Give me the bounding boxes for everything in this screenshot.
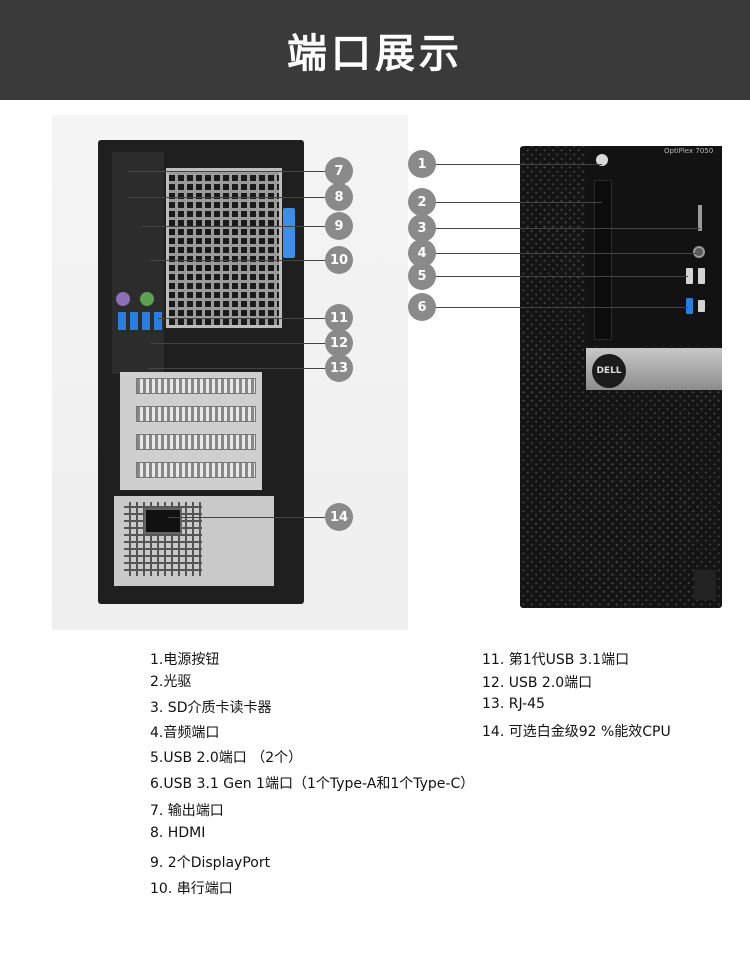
legend-item: 1.电源按钮: [150, 652, 220, 668]
callout-badge: 12: [325, 329, 353, 357]
legend-item: 12. USB 2.0端口: [482, 675, 593, 691]
callout-line: [436, 164, 602, 165]
callout-badge: 8: [325, 183, 353, 211]
usb2-port: [686, 268, 693, 284]
rear-fan-vent: [166, 168, 282, 328]
callout-line: [158, 318, 325, 319]
callout-badge: 9: [325, 212, 353, 240]
callout-line: [436, 228, 700, 229]
rear-io-panel: [112, 152, 164, 374]
legend-item: 14. 可选白金级92 %能效CPU: [482, 724, 671, 740]
usb3-port: [130, 312, 138, 330]
callout-line: [142, 226, 325, 227]
legend-item: 4.音频端口: [150, 725, 220, 741]
callout-line: [436, 276, 688, 277]
callout-badge: 5: [408, 262, 436, 290]
callout-line: [436, 202, 602, 203]
legend-item: 13. RJ-45: [482, 696, 545, 712]
ps2-port: [140, 292, 154, 306]
usb3-port: [118, 312, 126, 330]
callout-badge: 11: [325, 304, 353, 332]
model-label: OptiPlex 7050: [664, 147, 714, 155]
legend-item: 3. SD介质卡读卡器: [150, 700, 272, 716]
expansion-slot-cover: [136, 378, 256, 394]
legend-item: 7. 输出端口: [150, 803, 224, 819]
legend-item: 11. 第1代USB 3.1端口: [482, 652, 630, 668]
usb3-port: [154, 312, 162, 330]
callout-line: [150, 260, 325, 261]
callout-badge: 13: [325, 354, 353, 382]
callout-badge: 1: [408, 150, 436, 178]
page-title: 端口展示: [287, 31, 463, 77]
legend-item: 6.USB 3.1 Gen 1端口（1个Type-A和1个Type-C）: [150, 776, 475, 792]
callout-line: [436, 253, 696, 254]
expansion-slot-cover: [136, 462, 256, 478]
legend-item: 5.USB 2.0端口 （2个）: [150, 750, 303, 766]
usb-c-port: [698, 300, 705, 312]
callout-line: [128, 197, 325, 198]
legend-item: 9. 2个DisplayPort: [150, 855, 271, 871]
callout-line: [436, 307, 688, 308]
legend-item: 8. HDMI: [150, 825, 206, 841]
callout-line: [148, 368, 325, 369]
legend-item: 10. 串行端口: [150, 881, 233, 897]
page-header: 端口展示: [0, 0, 750, 100]
tower-foot: [694, 570, 716, 600]
callout-badge: 7: [325, 157, 353, 185]
expansion-slot-cover: [136, 434, 256, 450]
expansion-slots: [120, 372, 262, 490]
optical-drive-bay: [594, 180, 612, 340]
ps2-port: [116, 292, 130, 306]
expansion-slot-cover: [136, 406, 256, 422]
usb3-port: [686, 298, 693, 314]
callout-line: [128, 171, 325, 172]
callout-line: [168, 517, 325, 518]
dell-logo: DELL: [592, 354, 626, 388]
callout-badge: 10: [325, 246, 353, 274]
usb3-port: [142, 312, 150, 330]
audio-jack: [693, 246, 705, 258]
callout-badge: 14: [325, 503, 353, 531]
power-button-icon: [596, 154, 608, 166]
legend-item: 2.光驱: [150, 674, 192, 690]
sd-card-slot: [698, 205, 702, 231]
callout-badge: 2: [408, 188, 436, 216]
callout-badge: 6: [408, 293, 436, 321]
usb2-port: [698, 268, 705, 284]
callout-line: [150, 343, 325, 344]
side-panel-latch: [283, 208, 295, 258]
power-socket: [144, 508, 182, 534]
callout-badge: 3: [408, 214, 436, 242]
